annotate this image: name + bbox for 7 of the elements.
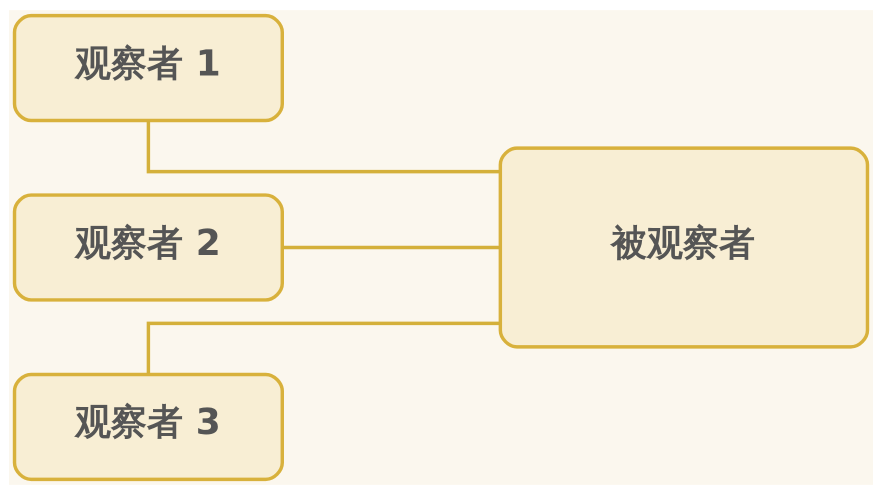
connector (282, 245, 500, 249)
node-box: 观察者 2 (12, 192, 284, 302)
node-box: 被观察者 (498, 146, 869, 348)
node-box: 观察者 3 (12, 372, 284, 481)
node-box: 观察者 1 (12, 13, 284, 122)
connector (146, 120, 500, 173)
connector (146, 321, 500, 374)
